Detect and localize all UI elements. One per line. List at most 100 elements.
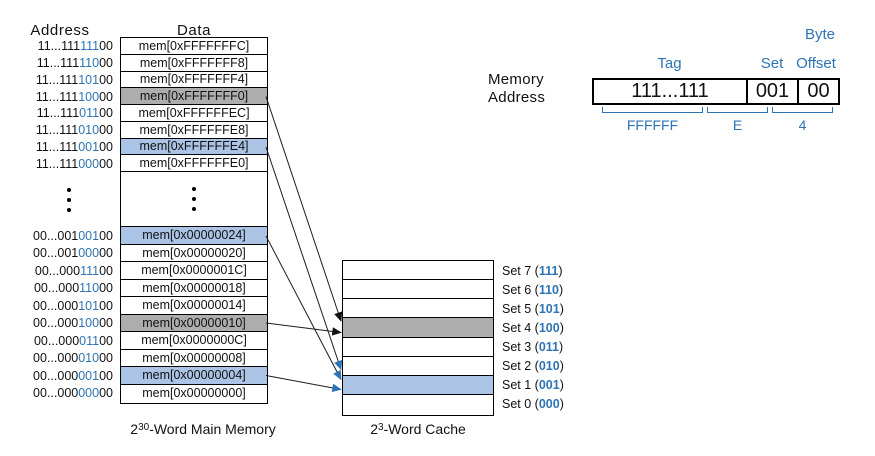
cache-set-row (343, 395, 493, 414)
address-tag-bits: 00...000 (33, 368, 79, 383)
memory-data-cell: mem[0x00000010] (121, 314, 267, 332)
cache-set-label: Set 0 (000) (502, 395, 564, 414)
address-offset-bits: 00 (99, 139, 113, 154)
memory-data-cell: mem[0x0000000C] (121, 332, 267, 350)
address-tag-bits: 11...111 (36, 106, 80, 121)
cache-set-label: Set 7 (111) (502, 261, 564, 280)
cache-set-labels: Set 7 (111)Set 6 (110)Set 5 (101)Set 4 (… (502, 261, 564, 414)
hex-group-value-tag: FFFFFF (626, 117, 679, 133)
address-offset-bits: 00 (99, 123, 113, 138)
ellipsis-dot (67, 187, 71, 192)
memory-data-cell: mem[0xFFFFFFEC] (121, 105, 267, 122)
byte-field-label: Byte (804, 26, 835, 43)
set-field-cell: 001 (746, 80, 797, 103)
caption-exponent: 3 (378, 422, 384, 433)
address-set-bits: 110 (79, 56, 100, 71)
address-set-bits: 010 (78, 123, 100, 138)
set-label-text: Set 5 ( (502, 301, 539, 316)
ellipsis-dots (192, 187, 196, 211)
cache-set-row (343, 375, 493, 395)
set-label-close: ) (559, 397, 564, 412)
caption-exponent: 30 (138, 422, 150, 433)
address-offset-bits: 00 (99, 386, 113, 401)
memory-data-cell: mem[0x00000000] (142, 386, 246, 401)
address-offset-bits: 00 (99, 89, 113, 104)
set-label-text: Set 6 ( (502, 282, 539, 297)
memory-address-label (8, 172, 121, 227)
cache-set-row (343, 280, 493, 300)
address-set-bits: 101 (78, 72, 100, 87)
ellipsis-dot (192, 187, 196, 191)
set-label-bits: 110 (538, 282, 559, 297)
arrow-memFFFFFFF0-to-set4 (265, 96, 343, 322)
address-offset-bits: 00 (99, 106, 113, 121)
set-label-close: ) (558, 263, 563, 278)
address-tag-bits: 00...000 (33, 333, 80, 348)
memory-data-cell: mem[0x00000008] (121, 350, 267, 367)
ellipsis-dot (192, 207, 196, 211)
set-label-bits: 100 (538, 320, 560, 335)
address-set-bits: 110 (79, 281, 100, 296)
cache-set-label: Set 3 (011) (502, 338, 564, 357)
caption-rest: -Word Cache (383, 421, 466, 437)
address-set-bits: 000 (78, 246, 100, 261)
address-tag-bits: 00...000 (33, 316, 79, 331)
arrow-memFFFFFFE4-to-set1 (265, 146, 343, 371)
tag-field-label: Tag (657, 55, 682, 72)
memory-data-cell (121, 172, 267, 227)
address-set-bits: 011 (79, 333, 100, 348)
memory-data-cell: mem[0xFFFFFFE8] (121, 122, 267, 139)
address-offset-bits: 00 (99, 333, 113, 348)
hex-group-bracket-4 (772, 107, 833, 113)
memory-data-cell: mem[0x00000004] (121, 367, 267, 385)
set-field-label: Set (760, 55, 784, 72)
set-label-text: Set 1 ( (502, 378, 539, 393)
address-set-bits: 100 (78, 316, 100, 331)
address-set-bits: 001 (78, 139, 100, 154)
arrow-mem00000024-to-set1 (265, 235, 342, 381)
cache-set-label: Set 2 (010) (502, 357, 564, 376)
offset-field-label: Offset (796, 55, 836, 72)
arrow-mem00000004-to-set1 (265, 375, 342, 393)
hex-group-value-e: E (732, 117, 743, 133)
set-label-bits: 111 (538, 263, 559, 278)
set-label-text: Set 7 ( (502, 263, 539, 278)
address-set-bits: 011 (79, 106, 100, 121)
caption-base: 2 (370, 421, 378, 437)
set-label-text: Set 2 ( (502, 359, 539, 374)
main-memory-caption: 230-Word Main Memory (63, 421, 343, 437)
address-tag-bits: 00...000 (33, 351, 79, 366)
address-set-bits: 101 (78, 298, 100, 313)
memory-address-label: Memory Address (488, 71, 545, 106)
address-set-bits: 111 (80, 263, 100, 278)
memory-data-cell: mem[0xFFFFFFE4] (121, 138, 267, 156)
address-offset-bits: 00 (99, 351, 113, 366)
set-label-close: ) (559, 359, 564, 374)
address-tag-bits: 00...000 (34, 263, 81, 278)
cache-set-row (343, 299, 493, 319)
set-label-bits: 001 (538, 378, 560, 393)
memory-data-cell: mem[0xFFFFFFE0] (121, 155, 267, 172)
